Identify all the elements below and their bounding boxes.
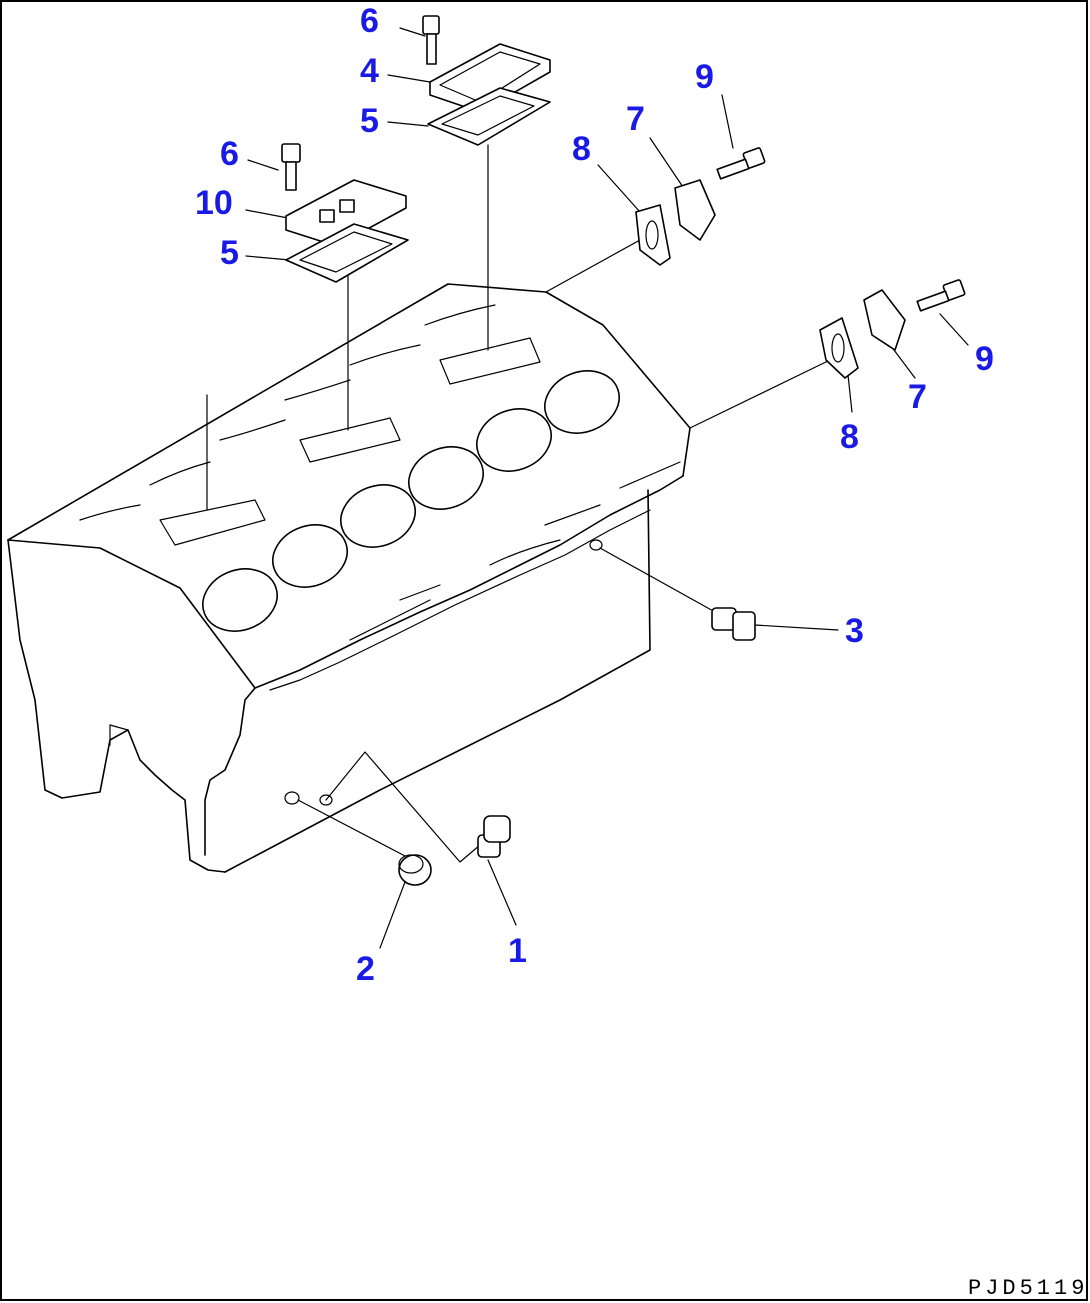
cover-7-lower xyxy=(863,289,906,351)
callout-5-lower: 5 xyxy=(220,234,239,272)
plug-2 xyxy=(398,854,432,886)
gasket-8-lower xyxy=(819,317,859,379)
callout-10: 10 xyxy=(195,184,233,222)
callout-3: 3 xyxy=(845,612,864,650)
cylinder-block xyxy=(7,283,691,873)
callout-1: 1 xyxy=(508,932,527,970)
callout-9-lower: 9 xyxy=(975,340,994,378)
bolt-9-upper xyxy=(716,147,766,180)
bolt-6-upper xyxy=(422,15,440,65)
callout-8-lower: 8 xyxy=(840,418,859,456)
gasket-5-upper xyxy=(427,87,551,146)
drawing-code: PJD5119 xyxy=(968,1276,1088,1301)
callout-8-upper: 8 xyxy=(572,130,591,168)
cover-plate-10 xyxy=(285,179,407,247)
bolt-6-lower xyxy=(281,143,301,191)
gasket-5-lower xyxy=(285,223,409,283)
callout-6-lower: 6 xyxy=(220,135,239,173)
callout-5-upper: 5 xyxy=(360,102,379,140)
callout-6-upper: 6 xyxy=(360,2,379,40)
cover-7-upper xyxy=(674,179,716,241)
callout-4: 4 xyxy=(360,52,379,90)
callout-7-lower: 7 xyxy=(908,378,927,416)
bolt-9-lower xyxy=(916,279,966,312)
plug-3 xyxy=(711,607,756,641)
gasket-8-upper xyxy=(635,204,671,266)
callout-numbers: 6 4 5 6 10 5 8 7 9 9 7 8 3 2 1 xyxy=(195,2,994,988)
leader-lines xyxy=(206,27,969,949)
callout-7-upper: 7 xyxy=(626,100,645,138)
cover-plate-4 xyxy=(429,43,551,113)
callout-9-upper: 9 xyxy=(695,58,714,96)
fitting-1 xyxy=(477,815,511,858)
callout-2: 2 xyxy=(356,950,375,988)
